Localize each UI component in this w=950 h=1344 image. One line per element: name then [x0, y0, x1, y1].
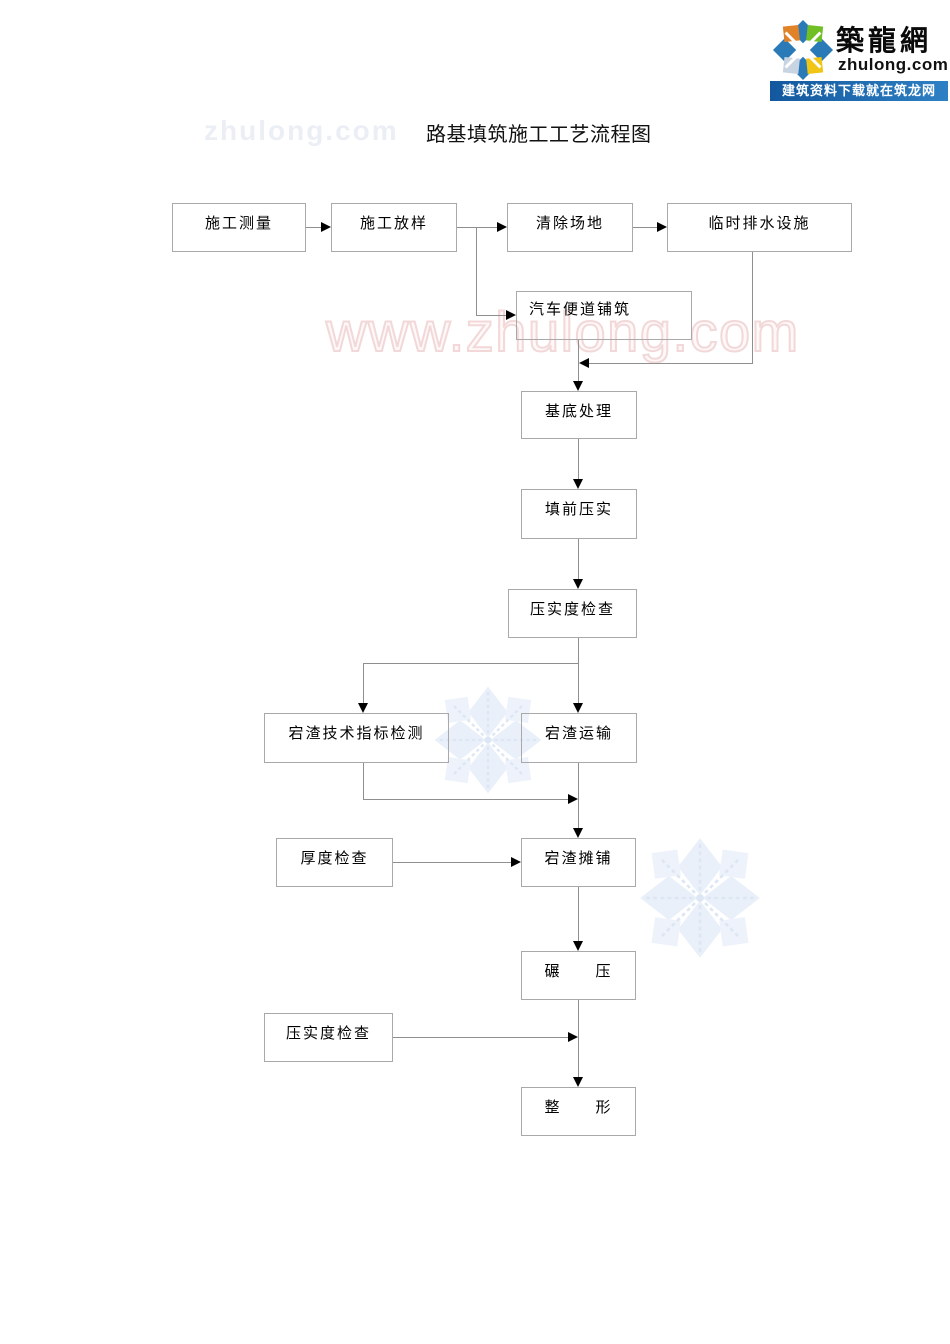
connector-line	[578, 340, 579, 382]
node-slag-transport: 宕渣运输	[521, 713, 637, 763]
connector-line	[393, 1037, 569, 1038]
logo-tagline: 建筑资料下载就在筑龙网	[770, 81, 948, 101]
node-thickness-check: 厚度检查	[276, 838, 393, 887]
node-base-treatment: 基底处理	[521, 391, 637, 439]
connector-line	[476, 315, 507, 316]
node-construction-layout: 施工放样	[331, 203, 457, 252]
zhulong-logo: 築龍網 zhulong.com 建筑资料下载就在筑龙网	[770, 13, 948, 101]
connector-line	[393, 862, 512, 863]
logo-domain-text: zhulong.com	[838, 55, 949, 74]
node-slag-paving: 宕渣摊铺	[521, 838, 636, 887]
node-compaction-check-1: 压实度检查	[508, 589, 637, 638]
logo-brand-text: 築龍網	[836, 26, 933, 57]
connector-line	[578, 763, 579, 829]
node-compaction-check-2: 压实度检查	[264, 1013, 393, 1062]
connector-line	[363, 663, 578, 664]
watermark-zhulong-text: zhulong.com	[204, 115, 399, 146]
page-title: 路基填筑施工工艺流程图	[426, 124, 652, 146]
arrowhead-right	[321, 222, 331, 232]
connector-line	[578, 439, 579, 480]
connector-line	[306, 227, 322, 228]
arrowhead-left	[579, 358, 589, 368]
arrowhead-right	[568, 794, 578, 804]
connector-line	[363, 799, 569, 800]
connector-line	[578, 539, 579, 580]
connector-line	[752, 252, 753, 364]
arrowhead-right	[568, 1032, 578, 1042]
connector-line	[457, 227, 497, 228]
arrowhead-right	[657, 222, 667, 232]
arrowhead-right	[497, 222, 507, 232]
pinwheel-cubes-logo-icon	[772, 19, 834, 81]
connector-line	[578, 887, 579, 942]
connector-line	[633, 227, 658, 228]
arrowhead-down	[573, 941, 583, 951]
connector-line	[578, 1000, 579, 1078]
snowflake-flower-watermark-icon	[434, 686, 542, 794]
node-clear-site: 清除场地	[507, 203, 633, 252]
watermark-www-zhulong-text: www.zhulong.com	[325, 299, 800, 364]
arrowhead-right	[511, 857, 521, 867]
connector-line	[363, 763, 364, 800]
arrowhead-down	[573, 479, 583, 489]
node-construction-survey: 施工测量	[172, 203, 306, 252]
node-access-road: 汽车便道铺筑	[516, 291, 692, 340]
connector-line	[476, 228, 477, 315]
arrowhead-down	[573, 579, 583, 589]
arrowhead-down	[358, 703, 368, 713]
arrowhead-right	[506, 310, 516, 320]
snowflake-flower-watermark-icon	[640, 838, 760, 958]
arrowhead-down	[573, 1077, 583, 1087]
connector-line	[578, 638, 579, 704]
arrowhead-down	[573, 381, 583, 391]
connector-line	[589, 363, 753, 364]
node-shaping: 整 形	[521, 1087, 636, 1136]
connector-line	[363, 663, 364, 704]
arrowhead-down	[573, 703, 583, 713]
node-rolling: 碾 压	[521, 951, 636, 1000]
arrowhead-down	[573, 828, 583, 838]
node-slag-index-test: 宕渣技术指标检测	[264, 713, 449, 763]
node-prefill-compaction: 填前压实	[521, 489, 637, 539]
node-temp-drainage: 临时排水设施	[667, 203, 852, 252]
